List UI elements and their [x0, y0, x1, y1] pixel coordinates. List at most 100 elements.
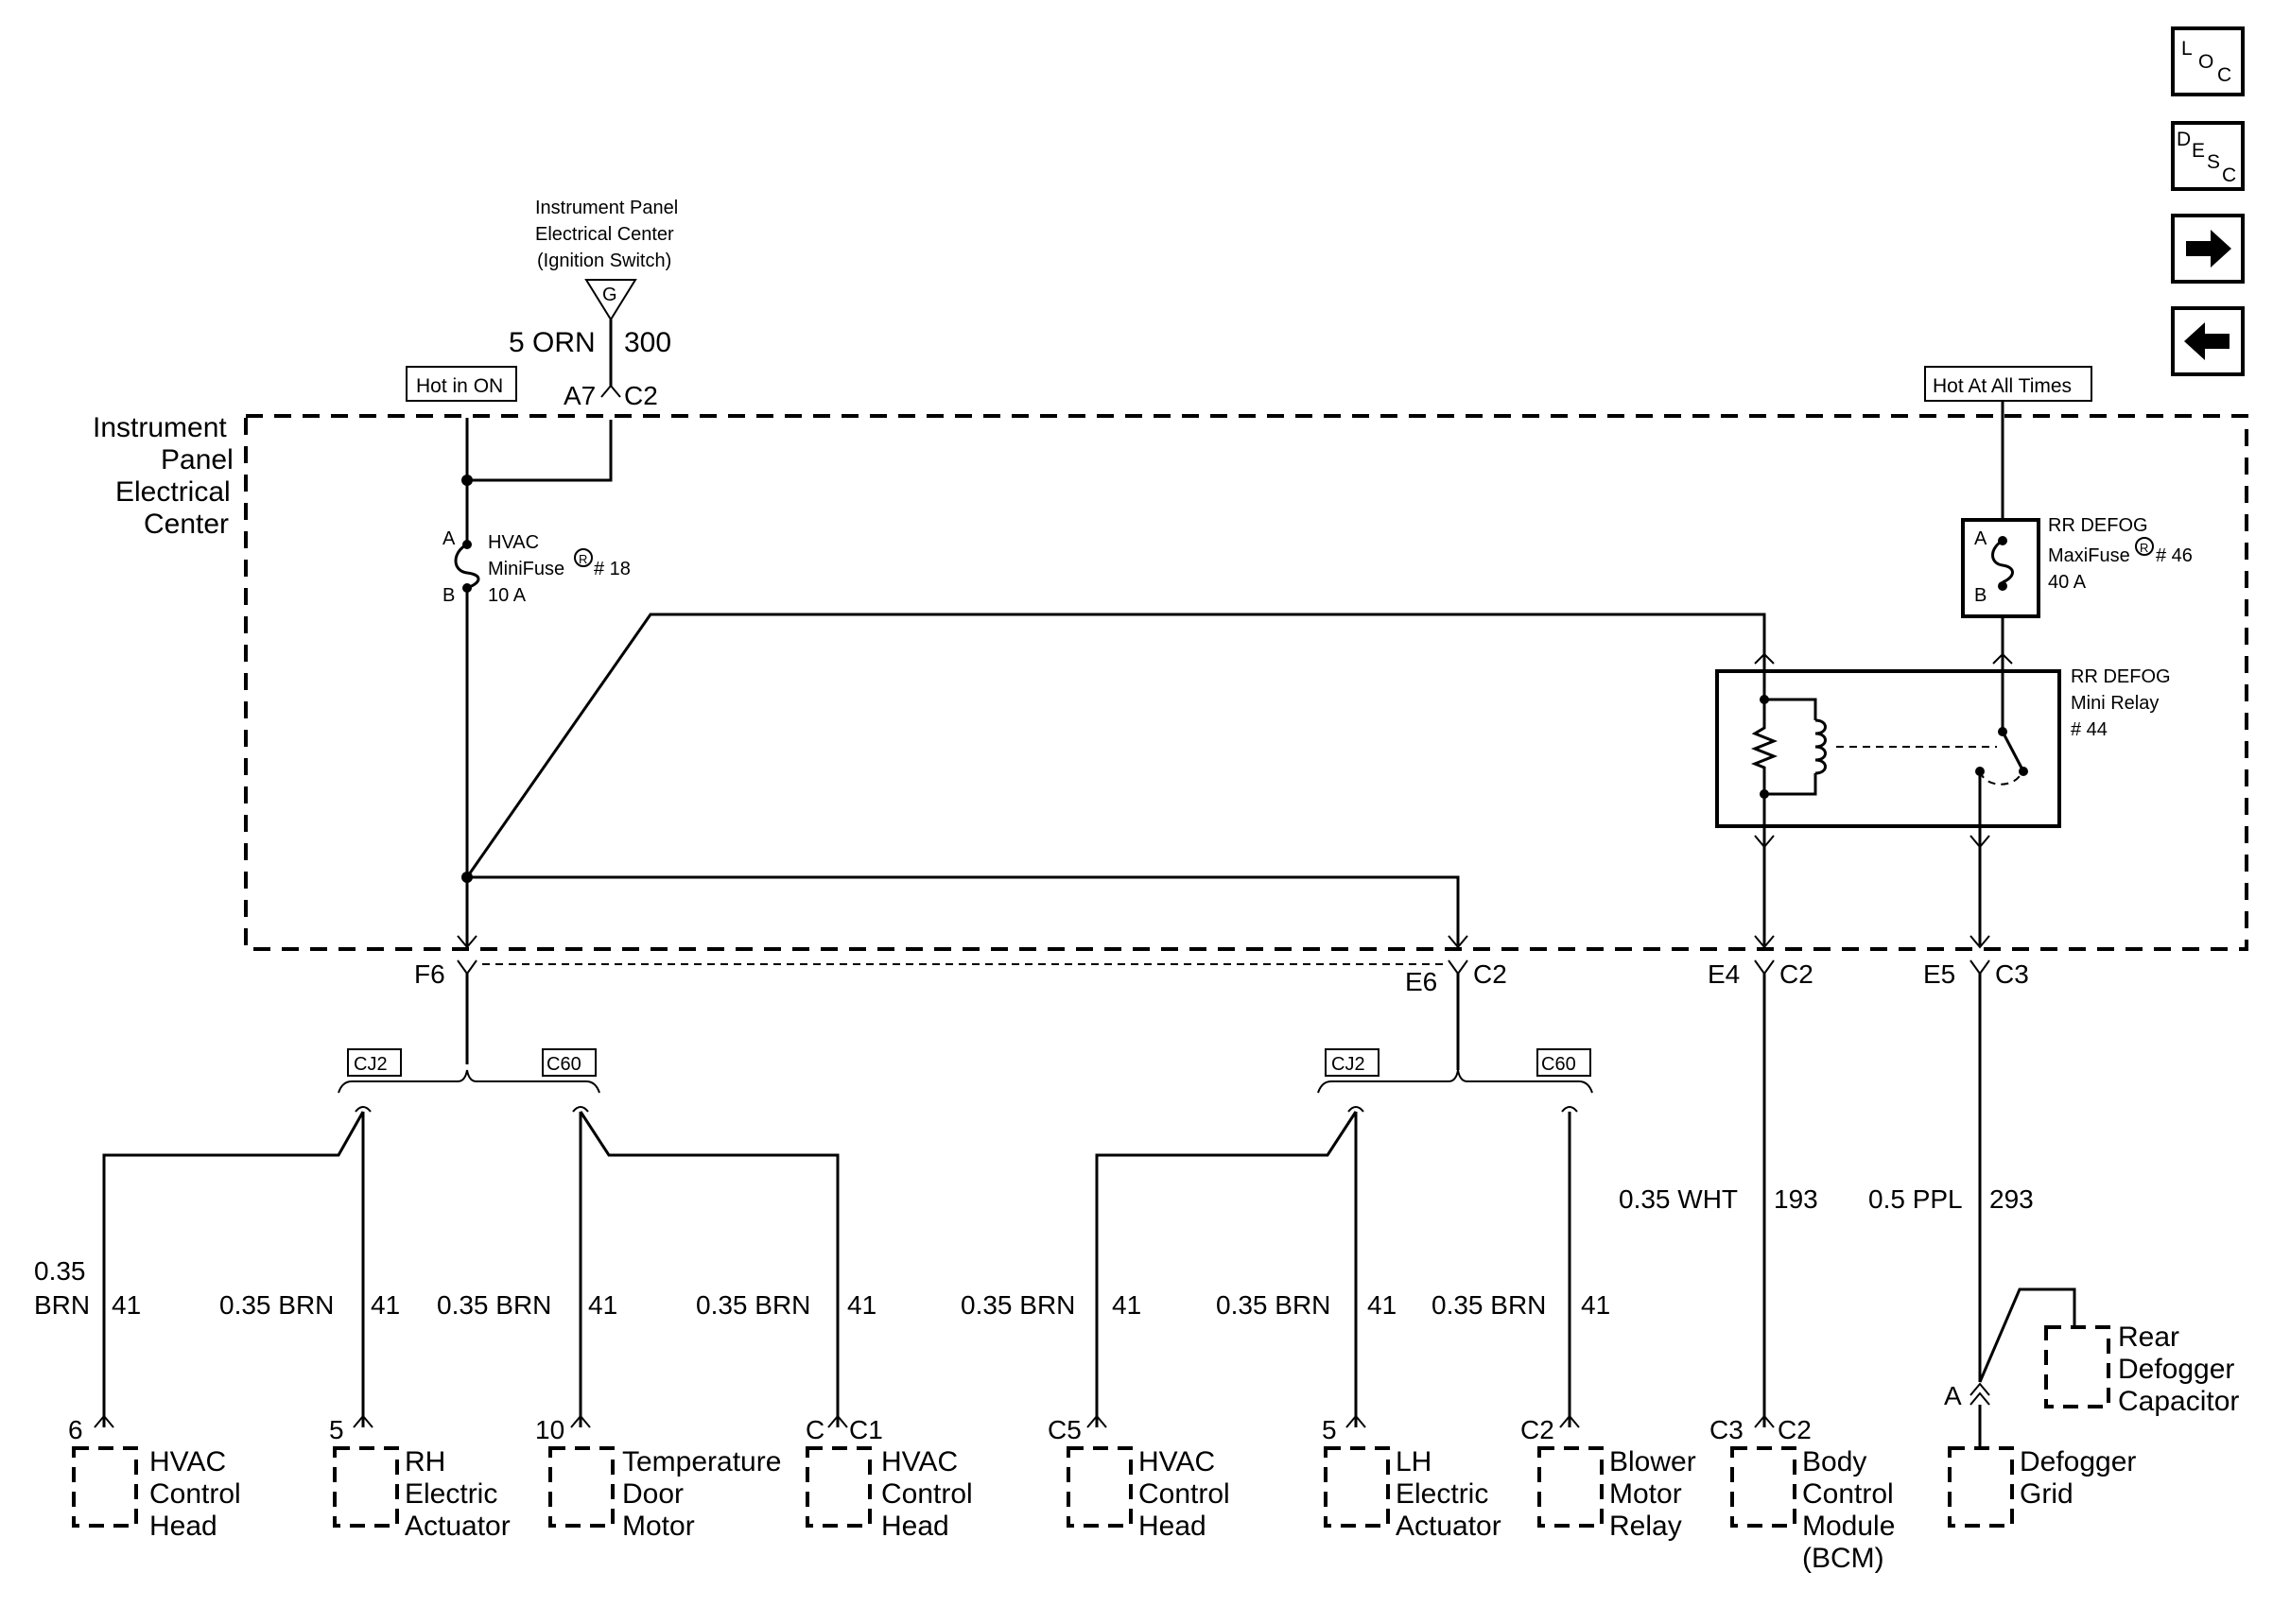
c60-left-label: C60 [547, 1054, 581, 1075]
lower-connectors: F6 E6 C2 E4 C2 E5 C3 [414, 959, 2029, 1070]
circuit-label-300: 300 [624, 327, 671, 358]
svg-text:Door: Door [622, 1478, 684, 1510]
svg-text:C: C [2217, 64, 2231, 86]
desc-button[interactable]: D E S C [2171, 121, 2245, 191]
svg-text:0.35 BRN: 0.35 BRN [1431, 1290, 1546, 1320]
c60-right-label: C60 [1541, 1054, 1576, 1075]
svg-text:F6: F6 [414, 959, 445, 989]
component-lh-electric-actuator: LH Electric Actuator [1324, 1446, 1501, 1542]
svg-text:BRN: BRN [34, 1290, 90, 1320]
svg-text:S: S [2207, 151, 2220, 173]
svg-text:0.35 BRN: 0.35 BRN [219, 1290, 334, 1320]
previous-page-button[interactable] [2171, 306, 2245, 376]
svg-text:Relay: Relay [1609, 1511, 1682, 1542]
hvac-fuse-label-1: HVAC [488, 532, 539, 553]
relay-label-1: RR DEFOG [2071, 666, 2171, 687]
svg-text:0.35: 0.35 [34, 1256, 86, 1286]
rr-fuse-label-2: MaxiFuse [2048, 545, 2130, 566]
svg-text:R: R [579, 552, 587, 566]
arrow-right-icon [2186, 230, 2231, 268]
hot-at-all-times-label: Hot At All Times [1924, 366, 2092, 402]
svg-text:C: C [2222, 164, 2236, 186]
svg-text:10: 10 [535, 1415, 564, 1444]
hvac-fuse-icon [454, 543, 480, 590]
component-hvac-control-head-3: HVAC Control Head [1067, 1446, 1230, 1542]
svg-text:# 46: # 46 [2156, 545, 2193, 566]
svg-text:41: 41 [847, 1290, 876, 1320]
ignition-source: Instrument Panel Electrical Center (Igni… [509, 198, 678, 410]
ipec-label-1: Instrument [93, 412, 227, 443]
brn-wire-labels: 0.35 BRN 41 0.35 BRN 41 0.35 BRN 41 0.35… [34, 1256, 1610, 1320]
svg-text:(BCM): (BCM) [1802, 1543, 1884, 1574]
ipec-label-4: Center [144, 509, 229, 540]
ground-triangle-icon [584, 279, 637, 321]
svg-text:E4: E4 [1708, 959, 1740, 989]
svg-text:Electric: Electric [1396, 1478, 1488, 1510]
svg-text:Head: Head [881, 1511, 949, 1542]
svg-text:C2: C2 [1779, 959, 1813, 989]
svg-text:Head: Head [1138, 1511, 1206, 1542]
svg-text:0.35 BRN: 0.35 BRN [961, 1290, 1075, 1320]
svg-text:Motor: Motor [622, 1511, 695, 1542]
svg-text:Blower: Blower [1609, 1446, 1696, 1477]
svg-text:Defogger: Defogger [2020, 1446, 2136, 1477]
svg-text:41: 41 [1581, 1290, 1610, 1320]
rr-fuse-label-3: 40 A [2048, 572, 2087, 593]
component-hvac-control-head-2: HVAC Control Head [806, 1446, 973, 1542]
arrow-left-icon [2184, 322, 2230, 360]
svg-text:L: L [2181, 38, 2193, 60]
component-body-control-module: Body Control Module (BCM) [1730, 1446, 1895, 1574]
svg-text:B: B [1974, 585, 1987, 606]
svg-text:D: D [2177, 129, 2191, 150]
connector-label-c2-top: C2 [624, 381, 658, 410]
hvac-fuse-label-2: MiniFuse [488, 559, 564, 579]
circuit-label-193: 193 [1774, 1184, 1818, 1214]
svg-text:E5: E5 [1923, 959, 1955, 989]
svg-text:A: A [1974, 528, 1987, 549]
svg-text:B: B [442, 585, 455, 606]
rr-defog-circuit: A B RR DEFOG MaxiFuse R # 46 40 A RR DEF… [1715, 401, 2193, 949]
component-hvac-control-head-1: HVAC Control Head [72, 1446, 241, 1542]
svg-text:Rear: Rear [2118, 1322, 2179, 1353]
svg-text:HVAC: HVAC [881, 1446, 958, 1477]
relay-label-3: # 44 [2071, 719, 2108, 740]
relay-resistor-icon [1750, 700, 1778, 794]
loc-button[interactable]: L O C [2171, 26, 2245, 96]
svg-text:Capacitor: Capacitor [2118, 1386, 2239, 1417]
svg-text:41: 41 [588, 1290, 617, 1320]
svg-text:C2: C2 [1520, 1415, 1554, 1444]
svg-text:Module: Module [1802, 1511, 1895, 1542]
next-page-button[interactable] [2171, 214, 2245, 284]
svg-text:Temperature: Temperature [622, 1446, 781, 1477]
svg-text:HVAC: HVAC [1138, 1446, 1215, 1477]
hvac-fuse-circuit: A B HVAC MiniFuse R # 18 10 A [442, 418, 1766, 949]
cj2-right-label: CJ2 [1331, 1054, 1365, 1075]
svg-text:41: 41 [112, 1290, 141, 1320]
svg-text:A: A [1944, 1381, 1962, 1410]
svg-text:C2: C2 [1473, 959, 1507, 989]
ipec-boundary [244, 414, 2248, 951]
relay-box [1715, 669, 2061, 828]
svg-text:5: 5 [1322, 1415, 1337, 1444]
svg-text:HVAC: HVAC [149, 1446, 226, 1477]
svg-text:Actuator: Actuator [405, 1511, 511, 1542]
component-defogger-grid: Defogger Grid [1948, 1405, 2136, 1528]
svg-text:R: R [2140, 541, 2148, 555]
svg-text:RH: RH [405, 1446, 445, 1477]
svg-text:Grid: Grid [2020, 1478, 2073, 1510]
svg-text:Control: Control [1138, 1478, 1230, 1510]
relay-switch-icon [2001, 731, 2025, 772]
component-pins: 6 5 10 C C1 C5 5 C2 C3 C2 A [68, 1381, 1990, 1444]
svg-text:C3: C3 [1995, 959, 2029, 989]
left-splice-bus: CJ2 C60 [102, 1048, 840, 1427]
svg-text:C5: C5 [1048, 1415, 1082, 1444]
wire-label-wht: 0.35 WHT [1619, 1184, 1738, 1214]
svg-text:C1: C1 [849, 1415, 883, 1444]
rr-fuse-label-1: RR DEFOG [2048, 515, 2148, 536]
relay-coil-icon [1814, 718, 1827, 775]
component-rh-electric-actuator: RH Electric Actuator [333, 1446, 511, 1542]
svg-text:Control: Control [881, 1478, 973, 1510]
svg-text:41: 41 [1112, 1290, 1141, 1320]
cj2-left-label: CJ2 [354, 1054, 388, 1075]
